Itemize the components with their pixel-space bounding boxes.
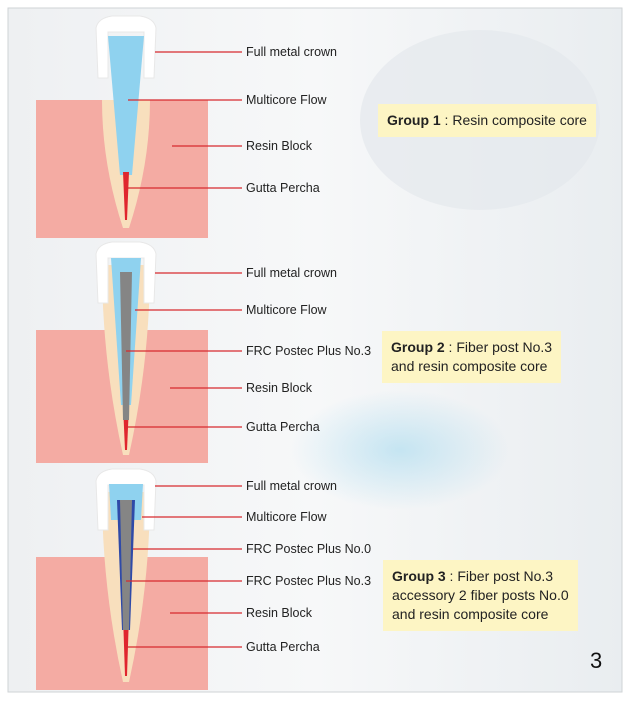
component-label: FRC Postec Plus No.3 [246, 574, 371, 588]
group-title: Group 2 [391, 339, 445, 355]
group-description: and resin composite core [392, 606, 548, 622]
group-description: and resin composite core [391, 358, 547, 374]
component-label: Multicore Flow [246, 303, 327, 317]
component-label: FRC Postec Plus No.3 [246, 344, 371, 358]
component-label: Gutta Percha [246, 181, 320, 195]
group-description: accessory 2 fiber posts No.0 [392, 587, 569, 603]
component-label: Full metal crown [246, 479, 337, 493]
component-label: Resin Block [246, 606, 312, 620]
component-label: Multicore Flow [246, 510, 327, 524]
component-label: Gutta Percha [246, 420, 320, 434]
group-description: Resin composite core [452, 112, 587, 128]
group-description: Fiber post No.3 [456, 339, 552, 355]
group-box: Group 2 : Fiber post No.3and resin compo… [382, 331, 561, 383]
component-label: Gutta Percha [246, 640, 320, 654]
component-label: Full metal crown [246, 45, 337, 59]
component-label: FRC Postec Plus No.0 [246, 542, 371, 556]
component-label: Full metal crown [246, 266, 337, 280]
group-title: Group 1 [387, 112, 441, 128]
component-label: Resin Block [246, 381, 312, 395]
component-label: Multicore Flow [246, 93, 327, 107]
group-box: Group 3 : Fiber post No.3accessory 2 fib… [383, 560, 578, 631]
component-label: Resin Block [246, 139, 312, 153]
page-number: 3 [590, 648, 602, 674]
group-box: Group 1 : Resin composite core [378, 104, 596, 137]
group-description: Fiber post No.3 [457, 568, 553, 584]
group-title: Group 3 [392, 568, 446, 584]
